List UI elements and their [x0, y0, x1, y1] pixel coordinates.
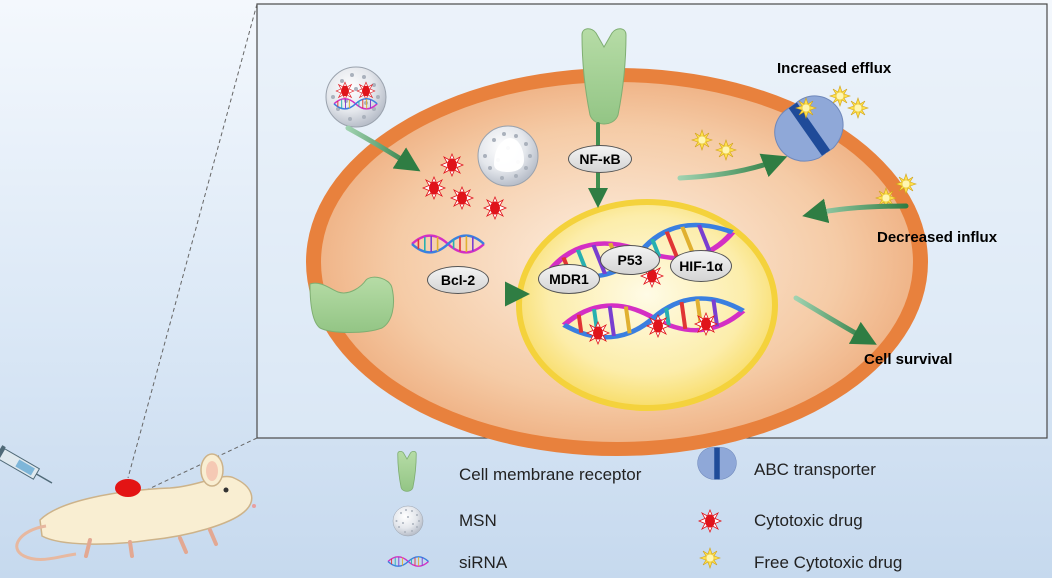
nfkb-label: NF-κB: [568, 145, 632, 173]
receptor-left: [309, 276, 395, 333]
zoom-line-top: [127, 3, 258, 479]
bcl2-label: Bcl-2: [427, 266, 489, 294]
receptor-top: [581, 28, 627, 125]
arrow-efflux: [677, 153, 788, 181]
syringe-icon: [0, 445, 53, 484]
mouse: [0, 445, 256, 561]
pathway-arrows: [345, 122, 909, 345]
hif1a-label: HIF-1α: [670, 250, 732, 282]
legend-free-cytotoxic-drug: Free Cytotoxic drug: [754, 553, 903, 572]
tumor: [115, 479, 141, 497]
legend-abc-transporter: ABC transporter: [754, 460, 876, 479]
mdr1-label: MDR1: [538, 264, 600, 294]
msn-empty-particle: [477, 125, 539, 187]
arrow-msn-entry: [345, 125, 421, 172]
label-increased-efflux: Increased efflux: [777, 60, 892, 77]
legend-cytotoxic-drug: Cytotoxic drug: [754, 511, 863, 530]
msn-loaded-particle: [325, 66, 387, 128]
arrow-influx: [802, 198, 909, 224]
legend-msn: MSN: [459, 511, 497, 530]
abc-transporter-membrane: [763, 84, 856, 174]
label-decreased-influx: Decreased influx: [877, 229, 998, 246]
p53-label: P53: [600, 245, 660, 275]
arrow-survival: [793, 295, 877, 345]
zoom-line-bottom: [137, 437, 258, 495]
legend-icons: [387, 447, 737, 569]
label-cell-survival: Cell survival: [864, 351, 953, 368]
legend-sirna: siRNA: [459, 553, 508, 572]
legend-receptor: Cell membrane receptor: [459, 465, 642, 484]
